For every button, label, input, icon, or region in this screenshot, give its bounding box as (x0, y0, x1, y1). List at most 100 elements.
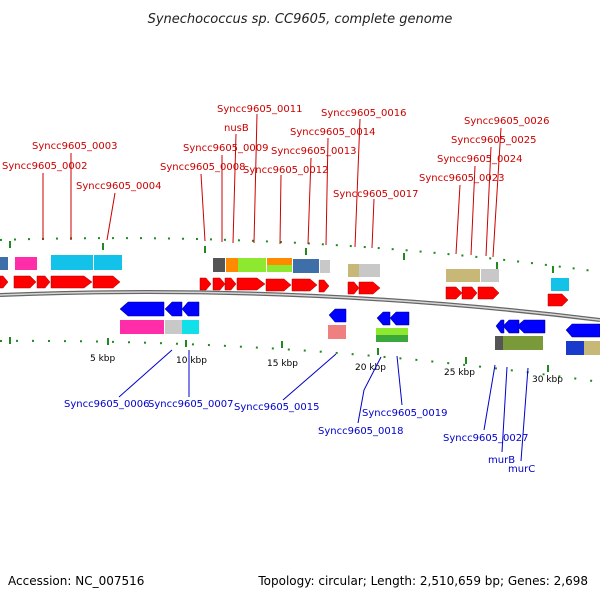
reverse-gene-blocks (120, 320, 600, 355)
gene-block (213, 258, 225, 272)
genome-backbone (0, 290, 600, 322)
gene-block (348, 264, 359, 277)
gene-block (481, 269, 499, 282)
gene-block (267, 258, 292, 265)
reverse-label-leaders (118, 349, 529, 462)
gene-label: Syncc9605_0004 (76, 181, 162, 192)
forward-cds (236, 277, 266, 291)
gene-label: Syncc9605_0026 (464, 116, 550, 127)
forward-cds (36, 275, 51, 289)
gene-block (267, 265, 292, 272)
forward-gene-blocks (0, 255, 569, 291)
reverse-cds (495, 319, 505, 334)
outer-tick-track (0, 237, 600, 273)
gene-block (238, 258, 266, 272)
gene-block (182, 320, 199, 334)
forward-cds (13, 275, 37, 289)
forward-cds (358, 281, 381, 295)
reverse-cds (328, 308, 347, 323)
forward-cds (265, 278, 292, 292)
gene-label: Syncc9605_0023 (419, 173, 505, 184)
major-ticks (9, 241, 554, 372)
forward-cds (0, 275, 9, 289)
scale-label: 10 kbp (176, 356, 207, 366)
forward-cds (50, 275, 93, 289)
gene-label: Syncc9605_0003 (32, 141, 118, 152)
forward-cds (461, 286, 478, 300)
scale-label: 5 kbp (90, 354, 116, 364)
gene-block (376, 335, 408, 342)
gene-label: nusB (224, 123, 249, 134)
gene-block (328, 325, 346, 339)
reverse-cds (119, 301, 165, 317)
forward-cds (224, 277, 237, 291)
gene-label: murC (508, 464, 535, 475)
gene-label: Syncc9605_0019 (362, 408, 448, 419)
gene-label: Syncc9605_0008 (160, 162, 246, 173)
forward-cds (199, 277, 212, 291)
gene-block (320, 260, 330, 273)
reverse-cds (164, 301, 183, 317)
reverse-cds (565, 323, 600, 338)
gene-block (293, 259, 319, 273)
gene-block (120, 320, 164, 334)
gene-block (584, 341, 600, 355)
gene-label: Syncc9605_0006 (64, 399, 150, 410)
forward-cds (318, 279, 330, 293)
reverse-cds (376, 311, 391, 326)
reverse-cds (389, 311, 410, 326)
gene-label: Syncc9605_0012 (243, 165, 329, 176)
reverse-labels: Syncc9605_0006 Syncc9605_0007 Syncc9605_… (64, 399, 535, 475)
gene-label: Syncc9605_0027 (443, 433, 529, 444)
gene-label: Syncc9605_0025 (451, 135, 537, 146)
reverse-cds (181, 301, 200, 317)
forward-cds-arrows (0, 275, 569, 307)
topology-text: Topology: circular; Length: 2,510,659 bp… (258, 574, 588, 588)
forward-cds (445, 286, 463, 300)
gene-block (495, 336, 503, 350)
forward-cds (547, 293, 569, 307)
accession-text: Accession: NC_007516 (8, 574, 145, 588)
gene-label: Syncc9605_0011 (217, 104, 303, 115)
scale-labels: 5 kbp 10 kbp 15 kbp 20 kbp 25 kbp 30 kbp (90, 354, 563, 385)
scale-label: 15 kbp (267, 359, 298, 369)
gene-label: Syncc9605_0013 (271, 146, 357, 157)
gene-block (15, 257, 37, 270)
scale-label: 20 kbp (355, 363, 386, 373)
forward-cds (477, 286, 500, 300)
gene-label: murB (488, 455, 515, 466)
forward-cds (92, 275, 121, 289)
reverse-cds (516, 319, 546, 334)
map-title: Synechococcus sp. CC9605, complete genom… (148, 12, 453, 27)
gene-label: Syncc9605_0007 (148, 399, 234, 410)
gene-block (376, 328, 408, 335)
forward-cds (347, 281, 360, 295)
gene-block (359, 264, 380, 277)
gene-label: Syncc9605_0018 (318, 426, 404, 437)
forward-cds (212, 277, 226, 291)
gene-label: Syncc9605_0009 (183, 143, 269, 154)
gene-label: Syncc9605_0024 (437, 154, 523, 165)
gene-label: Syncc9605_0002 (2, 161, 88, 172)
gene-block (566, 341, 584, 355)
gene-block (503, 336, 543, 350)
forward-cds (291, 278, 318, 292)
scale-label: 30 kbp (532, 375, 563, 385)
scale-label: 25 kbp (444, 368, 475, 378)
gene-label: Syncc9605_0015 (234, 402, 320, 413)
forward-labels: Syncc9605_0002 Syncc9605_0003 Syncc9605_… (2, 104, 550, 200)
forward-label-leaders (42, 113, 502, 258)
gene-label: Syncc9605_0014 (290, 127, 376, 138)
gene-label: Syncc9605_0017 (333, 189, 419, 200)
gene-block (51, 255, 93, 270)
gene-label: Syncc9605_0016 (321, 108, 407, 119)
gene-block (551, 278, 569, 291)
gene-block (94, 255, 122, 270)
gene-block (0, 257, 8, 270)
gene-block (226, 258, 238, 272)
gene-block (446, 269, 480, 282)
gene-block (165, 320, 182, 334)
reverse-cds (502, 319, 520, 334)
reverse-cds-arrows (119, 301, 600, 338)
